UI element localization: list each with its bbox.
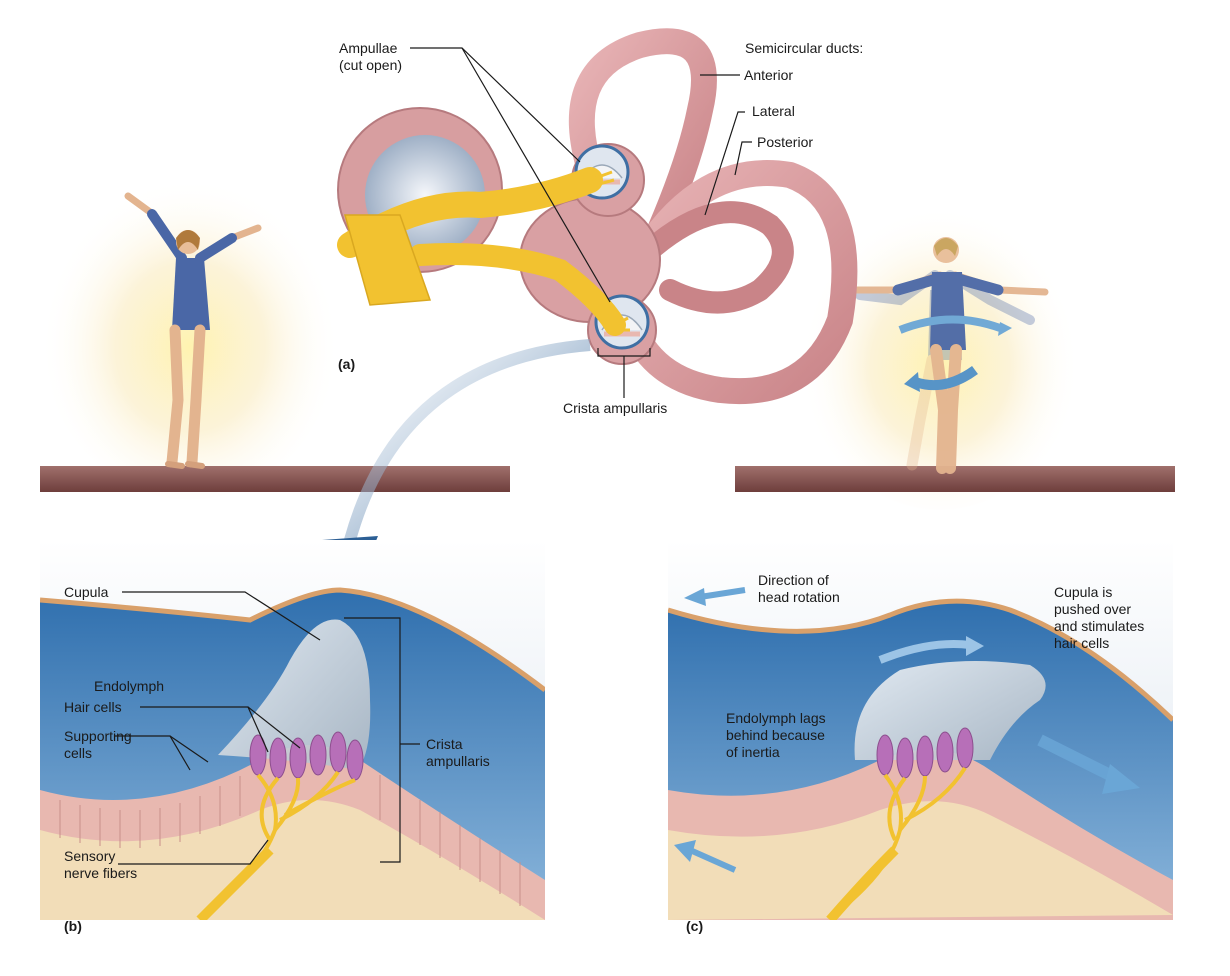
rotation-arrow-top — [699, 587, 746, 600]
panel-c-art — [668, 540, 1173, 920]
panel-label-a: (a) — [338, 356, 356, 372]
label-direction-head-rotation: Direction of head rotation — [758, 572, 840, 605]
beam-left — [40, 466, 510, 492]
panel-label-c: (c) — [686, 918, 704, 934]
leaders-panel-b — [115, 591, 420, 865]
label-sensory-nerve-fibers: Sensory nerve fibers — [64, 848, 138, 881]
rotation-arrow-bottom — [688, 847, 737, 873]
label-crista-ampullaris-a: Crista ampullaris — [563, 400, 668, 416]
gymnast-spinning — [846, 237, 1049, 474]
label-hair-cells: Hair cells — [64, 699, 122, 715]
panel-label-b: (b) — [64, 918, 82, 934]
leaders-panel-a — [410, 47, 752, 398]
semicircular-ducts — [337, 28, 858, 405]
rotation-arrow-top-head — [684, 588, 706, 606]
label-cupula: Cupula — [64, 584, 109, 600]
label-semicircular-ducts: Semicircular ducts: — [745, 40, 864, 56]
label-cupula-pushed-over: Cupula is pushed over and stimulates hai… — [1054, 584, 1145, 651]
label-supporting-cells: Supporting cells — [64, 728, 132, 761]
label-endolymph: Endolymph — [94, 678, 165, 694]
label-endolymph-lags: Endolymph lags behind because of inertia — [726, 710, 826, 760]
panel-b-art — [40, 540, 545, 920]
gymnast-standing — [124, 192, 262, 469]
zoom-arrow — [344, 339, 591, 542]
label-posterior: Posterior — [757, 134, 814, 150]
label-crista-ampullaris-b: Crista ampullaris — [426, 736, 490, 769]
rotation-arrow-bottom-head — [674, 840, 696, 862]
label-lateral: Lateral — [752, 103, 795, 119]
label-ampullae: Ampullae (cut open) — [339, 40, 403, 73]
label-anterior: Anterior — [744, 67, 794, 83]
